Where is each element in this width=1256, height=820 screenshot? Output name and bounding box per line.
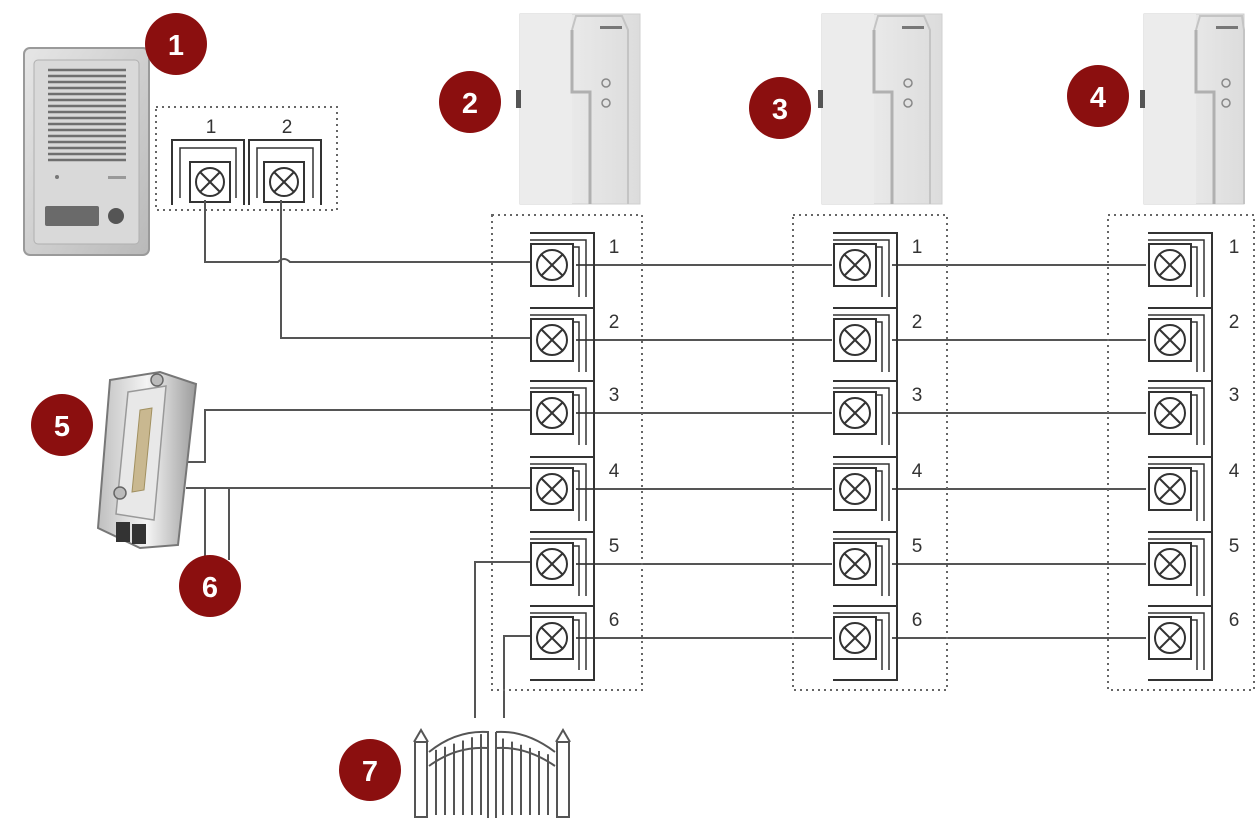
monitor-c-terminal-label-3: 3 [1229,385,1240,406]
door-panel-terminal-box [155,106,338,211]
badge-monitor-c: 4 [1067,65,1129,127]
monitor-b-terminal-1 [833,232,898,297]
monitor-b-terminal-label-3: 3 [912,385,923,406]
electric-strike-lock-icon [96,370,198,550]
monitor-b-terminal-rail [833,240,898,681]
monitor-c-terminal-label-4: 4 [1229,461,1240,482]
monitor-c-terminal-label-2: 2 [1229,312,1240,333]
wire-gate-5 [474,561,530,718]
monitor-c-terminal-label-5: 5 [1229,536,1240,557]
door-panel-group: 1 1 2 [23,13,338,256]
svg-text:1: 1 [168,30,184,62]
monitor-c: 4 [1067,13,1245,205]
svg-text:7: 7 [362,756,378,788]
wire-lock-top [186,409,530,463]
monitor-b-terminal-label-2: 2 [912,312,923,333]
monitor-b: 3 [749,13,943,205]
monitor-a-terminal-label-1: 1 [609,237,620,258]
monitor-c-terminal-label-1: 1 [1229,237,1240,258]
wires [186,200,1146,718]
monitor-b-terminal-5 [833,531,898,596]
wire-panel-2 [280,200,530,339]
monitor-b-terminal-label-4: 4 [912,461,923,482]
monitor-c-terminal-6 [1148,605,1213,670]
door-panel-terminal-1 [171,139,245,205]
monitor-a: 2 [439,13,641,205]
svg-text:6: 6 [202,572,218,604]
monitor-b-terminal-2 [833,307,898,372]
badge-monitor-b: 3 [749,77,811,139]
monitor-a-terminal-label-2: 2 [609,312,620,333]
monitor-b-terminal-label-1: 1 [912,237,923,258]
badge-lock-wiring: 6 [179,555,241,617]
monitor-b-terminal-label-5: 5 [912,536,923,557]
door-panel-terminal-label-1: 1 [206,117,217,138]
monitor-a-terminal-label-3: 3 [609,385,620,406]
monitor-c-terminal-label-6: 6 [1229,610,1240,631]
monitor-c-terminal-4 [1148,456,1213,521]
monitor-c-terminal-2 [1148,307,1213,372]
badge-door-panel: 1 [145,13,207,75]
intercom-handset-icon [818,13,943,205]
monitor-a-terminal-6 [530,605,595,670]
monitor-b-terminal-strip: 1 2 3 4 5 6 [792,214,948,691]
monitor-a-terminal-label-5: 5 [609,536,620,557]
monitor-b-terminal-6 [833,605,898,670]
svg-text:3: 3 [772,94,788,126]
monitor-a-terminal-5 [530,531,595,596]
door-panel-terminal-label-2: 2 [282,117,293,138]
monitor-c-terminal-1 [1148,232,1213,297]
monitor-c-terminal-3 [1148,380,1213,445]
badge-door-lock: 5 [31,394,93,456]
monitor-c-terminal-5 [1148,531,1213,596]
door-lock-group: 5 6 [31,370,241,617]
monitor-a-terminal-label-4: 4 [609,461,620,482]
badge-gate: 7 [339,739,401,801]
intercom-handset-icon [1140,13,1245,205]
monitor-b-terminal-4 [833,456,898,521]
monitor-c-terminal-strip: 1 2 3 4 5 6 [1107,214,1255,691]
monitor-a-terminal-strip: 1 2 3 4 5 6 [491,214,643,691]
monitor-c-terminal-box [1107,214,1255,691]
monitor-c-terminal-rail [1148,240,1213,681]
wire-panel-1 [204,200,530,263]
wire-gate-6 [503,635,530,718]
monitor-b-terminal-3 [833,380,898,445]
svg-text:5: 5 [54,411,70,443]
monitor-b-terminal-label-6: 6 [912,610,923,631]
badge-monitor-a: 2 [439,71,501,133]
svg-text:4: 4 [1090,82,1106,114]
intercom-handset-icon [516,13,641,205]
svg-text:2: 2 [462,88,478,120]
double-gate-icon [413,728,571,818]
monitor-a-terminal-label-6: 6 [609,610,620,631]
door-panel-terminal-2 [248,139,322,205]
gate-group: 7 [339,728,571,818]
door-entry-panel-icon [23,47,150,256]
monitor-b-terminal-box [792,214,948,691]
wire-lock-pair [204,488,230,560]
monitor-a-terminal-rail [530,240,595,681]
